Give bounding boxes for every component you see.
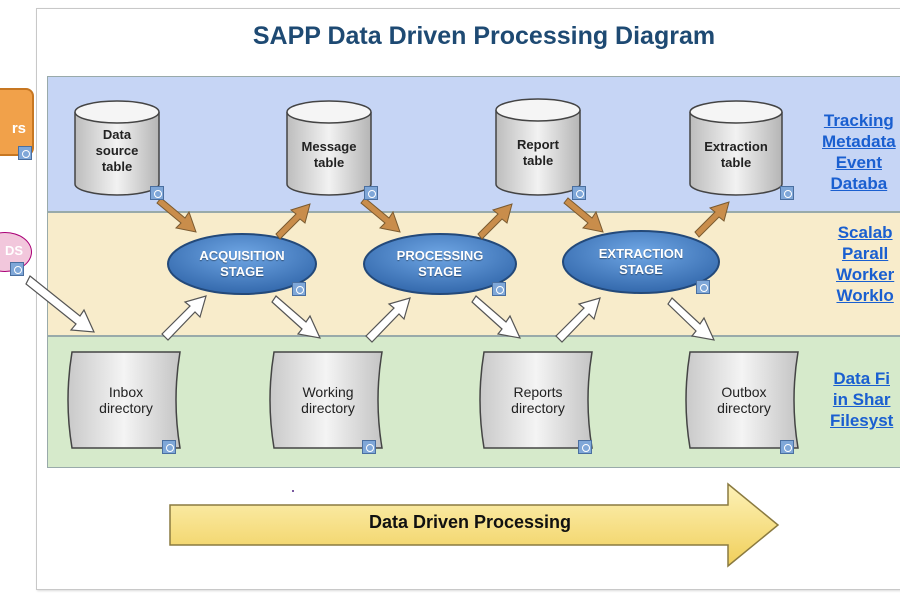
link-icon[interactable]	[162, 440, 176, 454]
processing-stage-ellipse	[363, 233, 517, 295]
message-table-cylinder	[286, 100, 372, 196]
extraction-stage-ellipse	[562, 230, 720, 294]
outbox-directory-shape	[685, 351, 799, 449]
flow-arrow-label: Data Driven Processing	[368, 512, 572, 532]
link-icon[interactable]	[578, 440, 592, 454]
external-source-box: rs	[0, 88, 34, 156]
link-icon[interactable]	[18, 146, 32, 160]
acquisition-stage-ellipse	[167, 233, 317, 295]
link-icon[interactable]	[572, 186, 586, 200]
inbox-directory-shape	[67, 351, 181, 449]
working-directory-shape	[269, 351, 383, 449]
reports-directory-shape	[479, 351, 593, 449]
diagram-title: SAPP Data Driven Processing Diagram	[252, 22, 716, 50]
data-source-table-cylinder	[74, 100, 160, 196]
external-ds-label: DS	[4, 243, 23, 258]
link-icon[interactable]	[780, 440, 794, 454]
report-table-cylinder	[495, 98, 581, 196]
link-icon[interactable]	[696, 280, 710, 294]
flow-arrow-shape	[169, 482, 780, 568]
link-icon[interactable]	[292, 282, 306, 296]
link-icon[interactable]	[780, 186, 794, 200]
link-icon[interactable]	[10, 262, 24, 276]
extraction-table-cylinder	[689, 100, 783, 196]
table-stage-arrows	[156, 197, 730, 240]
link-icon[interactable]	[150, 186, 164, 200]
stage-directory-arrows	[25, 275, 716, 343]
stray-dot	[292, 490, 294, 492]
link-icon[interactable]	[362, 440, 376, 454]
external-source-label: rs	[11, 120, 26, 137]
link-icon[interactable]	[364, 186, 378, 200]
link-icon[interactable]	[492, 282, 506, 296]
